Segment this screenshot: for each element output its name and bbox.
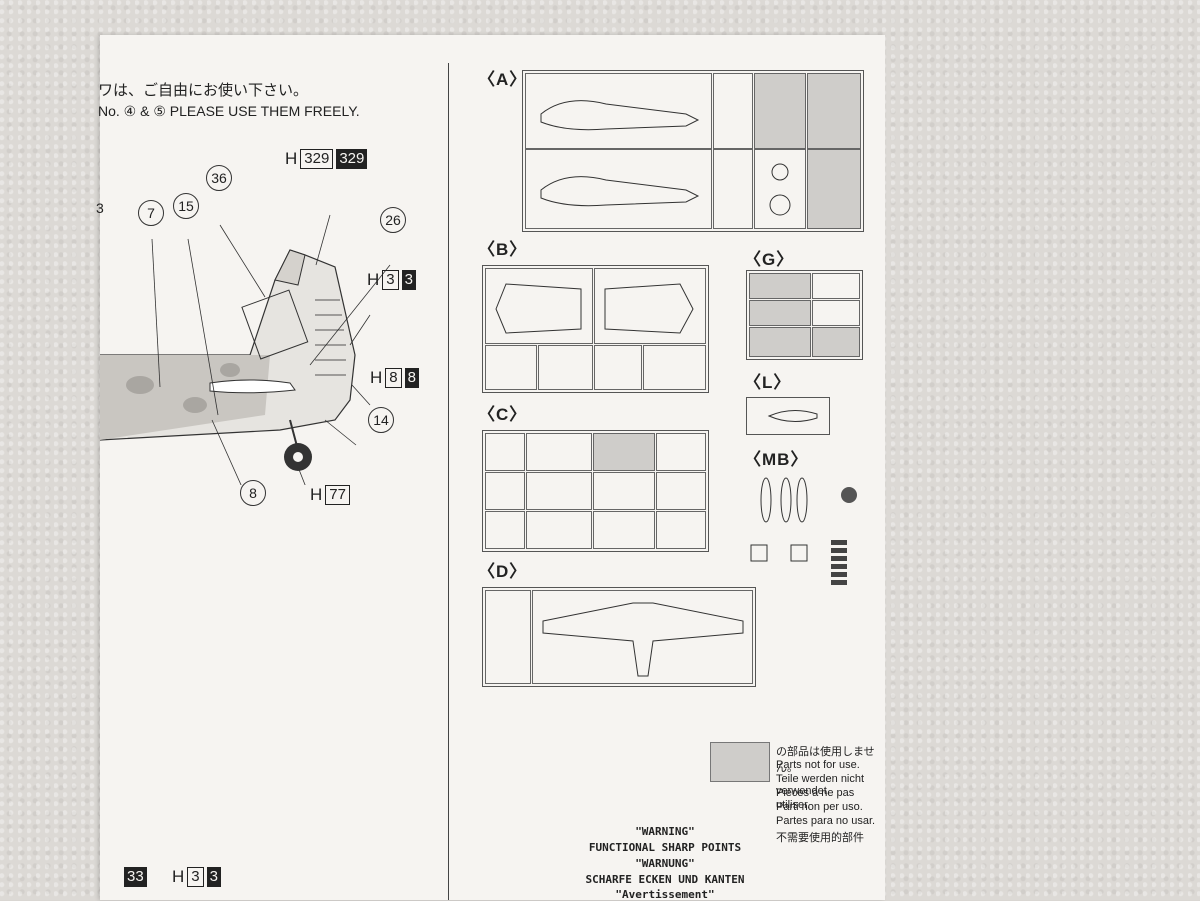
code-bottom-h3: H 3 3: [172, 867, 221, 887]
part-c13-14: [656, 511, 706, 549]
part-a12: [807, 149, 861, 229]
part-a10-11: [754, 149, 806, 229]
callout-3-partial: 3: [96, 200, 104, 216]
code-dark-box: 3: [206, 867, 221, 887]
callout-14: 14: [368, 407, 394, 433]
part-a1: [525, 73, 712, 149]
part-c12: [656, 472, 706, 510]
part-a8-9: [713, 149, 753, 229]
part-c4-5: [593, 433, 655, 471]
sprue-d-label: 〈D〉: [478, 562, 528, 581]
callout-7: 7: [138, 200, 164, 226]
part-c-empty: [485, 433, 525, 471]
warning-3: "WARNUNG": [635, 857, 695, 870]
code-h3: H 3 3: [367, 270, 416, 290]
part-g2: [812, 273, 860, 299]
code-dark-box: 8: [404, 368, 419, 388]
legend-it: Parti non per uso.: [776, 801, 863, 813]
legend-zh: 不需要使用的部件: [776, 832, 864, 844]
part-c7b: [485, 511, 525, 549]
legend-en: Parts not for use.: [776, 759, 860, 771]
callout-26: 26: [380, 207, 406, 233]
part-a6-7: [807, 73, 861, 149]
sprue-c-label: 〈C〉: [478, 405, 528, 424]
code-box: 77: [325, 485, 350, 505]
part-b5: [643, 345, 706, 390]
code-h77: H 77: [310, 485, 350, 505]
part-a3: [713, 73, 753, 149]
sprue-l-label: 〈L〉: [744, 373, 792, 392]
aircraft-tail-illustration: [100, 214, 391, 485]
part-c10: [593, 472, 655, 510]
part-g4: [812, 300, 860, 326]
code-prefix: H: [172, 867, 185, 886]
code-prefix: H: [370, 368, 383, 387]
sprue-c-panel: [482, 430, 709, 552]
legend-jp: の部品は使用しません。: [776, 746, 875, 774]
callout-36: 36: [206, 165, 232, 191]
part-b4: [594, 345, 642, 390]
sprue-mb-parts: [750, 477, 857, 585]
part-a4-5: [754, 73, 806, 149]
warning-5: "Avertissement": [615, 888, 715, 901]
code-box: 3: [382, 270, 399, 290]
part-c8: [526, 472, 592, 510]
part-b3a: [485, 345, 537, 390]
sprue-a-label: 〈A〉: [478, 70, 528, 89]
part-d1: [485, 590, 531, 684]
legend-de: Teile werden nicht verwendet.: [776, 773, 865, 797]
code-prefix: H: [285, 149, 298, 168]
sprue-b-label: 〈B〉: [478, 240, 528, 259]
part-a2: [525, 149, 712, 229]
code-dark-box: 33: [124, 867, 147, 887]
legend-fr: Pièces à ne pas utiliser.: [776, 787, 855, 811]
part-b1: [485, 268, 593, 344]
part-c11: [593, 511, 655, 549]
part-g1: [749, 273, 811, 299]
warning-4: SCHARFE ECKEN UND KANTEN: [585, 873, 745, 886]
legend-es: Partes para no usar.: [776, 815, 876, 827]
code-prefix: H: [310, 485, 323, 504]
code-dark-box: 329: [336, 149, 368, 169]
code-prefix: H: [367, 270, 380, 289]
code-dark-box: 3: [401, 270, 416, 290]
sprue-g-label: 〈G〉: [744, 250, 795, 269]
part-g6: [812, 327, 860, 357]
sprue-mb-label: 〈MB〉: [744, 450, 809, 469]
sprue-a-panel: [522, 70, 864, 232]
part-c9: [526, 511, 592, 549]
not-used-swatch: [710, 742, 770, 782]
sprue-g-panel: [746, 270, 863, 360]
part-c1-3: [526, 433, 592, 471]
part-d2: [532, 590, 753, 684]
part-c7a: [485, 472, 525, 510]
callout-8: 8: [240, 480, 266, 506]
warning-2: FUNCTIONAL SHARP POINTS: [588, 841, 742, 854]
jp-note: ワは、ご自由にお使い下さい。: [98, 82, 309, 99]
warning-1: "WARNING": [635, 825, 695, 838]
code-box: 3: [187, 867, 204, 887]
code-bottom-dark: 33: [124, 867, 147, 887]
part-c6: [656, 433, 706, 471]
code-box: 329: [300, 149, 334, 169]
code-h329: H 329 329: [285, 149, 368, 169]
code-box: 8: [385, 368, 402, 388]
instruction-sheet: ワは、ご自由にお使い下さい。 No. ④ & ⑤ PLEASE USE THEM…: [96, 35, 885, 901]
callout-15: 15: [173, 193, 199, 219]
code-h8: H 8 8: [370, 368, 419, 388]
sprue-b-panel: [482, 265, 709, 393]
part-b2: [594, 268, 706, 344]
sprue-d-panel: [482, 587, 756, 687]
sprue-l-panel: [746, 397, 830, 435]
en-note: No. ④ & ⑤ PLEASE USE THEM FREELY.: [98, 103, 360, 119]
column-divider: [448, 63, 449, 900]
part-g3: [749, 300, 811, 326]
part-b3b: [538, 345, 593, 390]
part-g5: [749, 327, 811, 357]
